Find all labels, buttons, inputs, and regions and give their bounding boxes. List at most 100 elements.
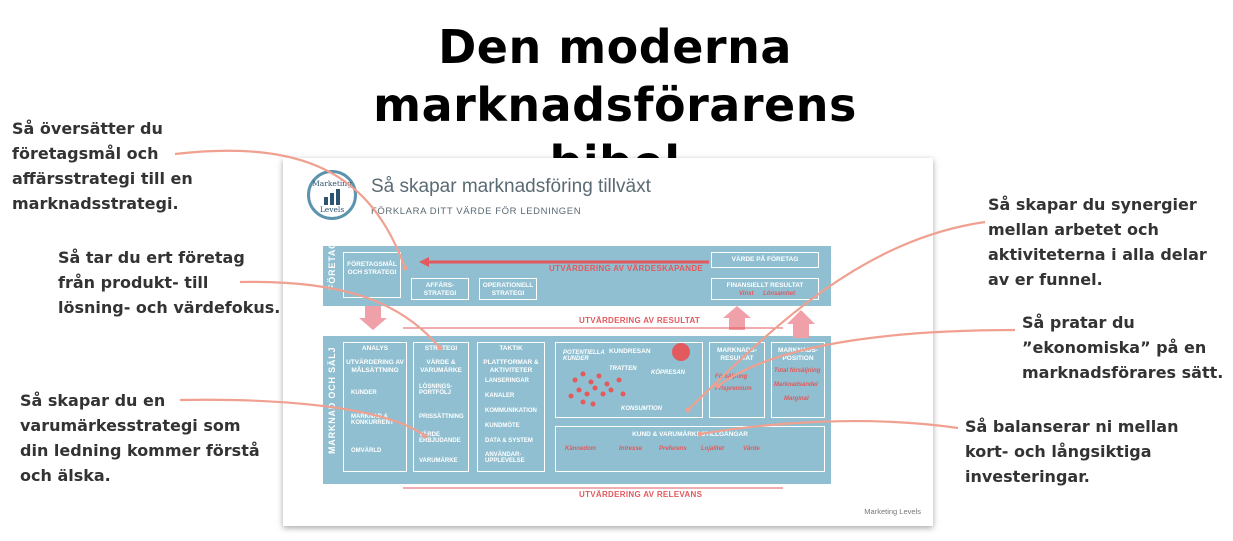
- utvardering-resultat-label: UTVÄRDERING AV RESULTAT: [579, 316, 701, 325]
- konsumtion-label: KONSUMTION: [621, 406, 662, 412]
- title-line-1: Den moderna: [438, 20, 792, 74]
- callout-line: och älska.: [20, 466, 111, 485]
- callout-investeringar: Så balanserar ni mellan kort- och långsi…: [965, 414, 1178, 489]
- connector-end: [437, 345, 443, 351]
- kund-varumarke-label: KUND & VARUMÄRKESTILLGÅNGAR: [632, 431, 748, 438]
- finansiellt-resultat-box: FINANSIELLT RESULTAT: [711, 278, 819, 300]
- logo-text-bottom: Levels: [319, 205, 345, 214]
- callout-line: lösning- och värdefokus.: [58, 298, 281, 317]
- page-title: Den moderna marknadsförarens bibel: [300, 18, 930, 192]
- marknadsresultat-label: MARKNADS-RESULTAT: [716, 347, 758, 362]
- callout-line: företagsmål och: [12, 144, 159, 163]
- analys-item: MARKNAD & KONKURRENT: [351, 414, 394, 426]
- connector-end: [402, 265, 408, 271]
- taktik-item: KUNDMÖTE: [485, 423, 520, 429]
- callout-line: affärsstrategi till en: [12, 169, 193, 188]
- marknadsresultat-box: MARKNADS-RESULTAT: [709, 342, 765, 418]
- logo-bars-icon: [324, 189, 340, 205]
- callout-foretagsmal: Så översätter du företagsmål och affärss…: [12, 116, 193, 216]
- kund-varumarke-box: KUND & VARUMÄRKESTILLGÅNGAR: [555, 426, 825, 472]
- total-forsaljning-label: Total försäljning: [774, 368, 821, 374]
- tratten-label: TRATTEN: [609, 366, 637, 372]
- taktik-item: ANVÄNDAR-UPPLEVELSE: [485, 452, 525, 464]
- kund-item: Värde: [743, 446, 760, 452]
- framework-card: Marketing Levels Så skapar marknadsförin…: [283, 158, 933, 526]
- callout-line: från produkt- till: [58, 273, 209, 292]
- utvardering-relevans-label: UTVÄRDERING AV RELEVANS: [579, 490, 703, 499]
- analys-item: KUNDER: [351, 390, 377, 396]
- lonsamhet-label: Lönsamhet: [763, 291, 796, 297]
- callout-produkt: Så tar du ert företag från produkt- till…: [58, 245, 280, 320]
- connector-left2: [239, 280, 441, 349]
- taktik-column: TAKTIK PLATTFORMAR & AKTIVITETER: [477, 342, 545, 472]
- kund-item: Kännedom: [565, 446, 597, 452]
- taktik-item: KANALER: [485, 393, 515, 399]
- callout-line: Så tar du ert företag: [58, 248, 245, 267]
- callout-line: Så översätter du: [12, 119, 163, 138]
- potentiella-kunder-label: POTENTIELLA KUNDER: [563, 350, 605, 362]
- marknad-band: MARKNAD OCH SÄLJ ANALYS UTVÄRDERING AV M…: [323, 336, 831, 484]
- kund-item: Preferens: [659, 446, 687, 452]
- foretag-band: FÖRETAG FÖRETAGSMÅL OCH STRATEGI AFFÄRS-…: [323, 241, 831, 306]
- kund-item: Intresse: [619, 446, 643, 452]
- connector-left1: [174, 149, 407, 269]
- taktik-item: KOMMUNIKATION: [485, 408, 537, 414]
- affarsstrategi-box: AFFÄRS- STRATEGI: [411, 278, 469, 300]
- marginal-label: Marginal: [784, 396, 809, 402]
- connector-right1: [687, 220, 986, 411]
- callout-line: Så skapar du synergier: [988, 195, 1197, 214]
- callout-line: kort- och långsiktiga: [965, 442, 1152, 461]
- callout-synergier: Så skapar du synergier mellan arbetet oc…: [988, 192, 1207, 292]
- taktik-item: DATA & SYSTEM: [485, 438, 533, 444]
- kund-item: Lojalitet: [701, 446, 725, 452]
- callout-line: Så balanserar ni mellan: [965, 417, 1179, 436]
- finansiellt-label: FINANSIELLT RESULTAT: [726, 282, 804, 289]
- connector-end: [685, 407, 691, 413]
- analys-title: UTVÄRDERING AV MÅLSÄTTNING: [346, 359, 404, 374]
- card-subtitle: FÖRKLARA DITT VÄRDE FÖR LEDNINGEN: [371, 206, 582, 217]
- analys-header: ANALYS: [361, 345, 389, 352]
- strategi-item: PRISSÄTTNING: [419, 414, 464, 420]
- prispremium-label: Prispremium: [715, 386, 752, 392]
- callout-line: Så skapar du en: [20, 391, 166, 410]
- callout-ekonomiska: Så pratar du ”ekonomiska” på en marknads…: [1022, 310, 1223, 385]
- kopresan-target-icon: [672, 343, 690, 361]
- connector-end: [715, 383, 721, 389]
- kundresan-label: KUNDRESAN: [609, 348, 651, 355]
- callout-varumarke: Så skapar du en varumärkesstrategi som d…: [20, 388, 260, 488]
- utvardering-vardeskapande-label: UTVÄRDERING AV VÄRDESKAPANDE: [549, 264, 704, 273]
- taktik-title: PLATTFORMAR & AKTIVITETER: [483, 359, 539, 374]
- strategi-item: LÖSNINGS-PORTFÖLJ: [419, 384, 453, 396]
- taktik-header: TAKTIK: [499, 345, 523, 352]
- kundresan-box: [555, 342, 703, 418]
- vinst-label: Vinst: [739, 291, 754, 297]
- kopresan-label: KÖPRESAN: [651, 370, 686, 376]
- strategi-item: VÄRDE ERBJUDANDE: [419, 432, 461, 444]
- strategi-item: VARUMÄRKE: [419, 458, 458, 464]
- down-arrow: [359, 306, 387, 330]
- strategi-title: VÄRDE & VARUMÄRKE: [420, 359, 462, 374]
- varde-pa-foretag-box: VÄRDE PÅ FÖRETAG: [711, 252, 819, 268]
- marknadsandel-label: Marknadsandel: [774, 382, 818, 388]
- taktik-item: LANSERINGAR: [485, 378, 530, 384]
- connector-end: [697, 431, 703, 437]
- framework-graphics: [359, 257, 815, 489]
- callout-line: din ledning kommer förstå: [20, 441, 260, 460]
- marketing-levels-logo: Marketing Levels: [307, 170, 357, 220]
- analys-item: OMVÄRLD: [351, 448, 382, 454]
- up-arrow: [787, 310, 815, 338]
- funnel-dots: [568, 371, 626, 407]
- connector-right2: [717, 328, 1016, 387]
- callout-line: Så pratar du: [1022, 313, 1135, 332]
- callout-line: varumärkesstrategi som: [20, 416, 241, 435]
- callout-line: marknadsstrategi.: [12, 194, 179, 213]
- card-title: Så skapar marknadsföring tillväxt: [371, 176, 651, 197]
- operationell-box: OPERATIONELL STRATEGI: [479, 278, 537, 300]
- varde-arrowhead: [419, 257, 429, 267]
- callout-line: aktiviteterna i alla delar: [988, 245, 1207, 264]
- callout-line: mellan arbetet och: [988, 220, 1159, 239]
- callout-line: ”ekonomiska” på en: [1022, 338, 1207, 357]
- connector-left3: [179, 398, 426, 437]
- up-arrow: [723, 306, 751, 330]
